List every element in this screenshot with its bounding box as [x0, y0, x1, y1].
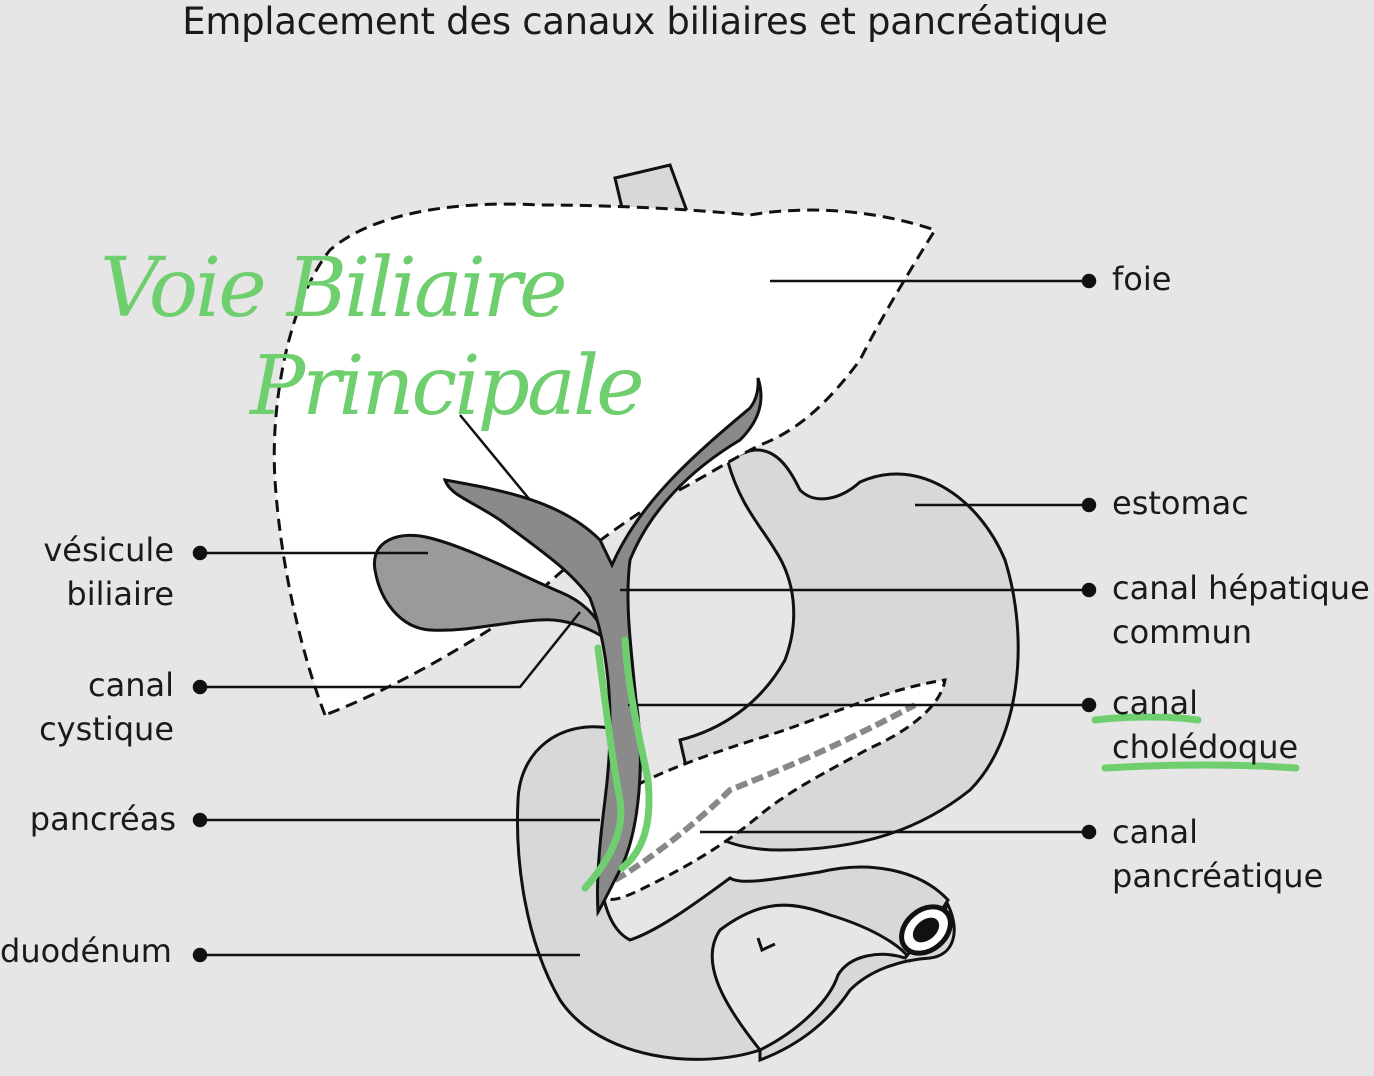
label-vesicule: vésicule biliaire	[0, 528, 174, 616]
label-estomac: estomac	[1112, 484, 1249, 522]
label-canal-choledoque-line1: canal	[1112, 684, 1198, 722]
handwritten-annotation: Voie Biliaire Principale	[100, 240, 645, 436]
label-duodenum: duodénum	[0, 932, 172, 970]
label-canal-pancreatique-line1: canal	[1112, 813, 1198, 851]
label-canal-hepatique: canal hépatique commun	[1112, 566, 1370, 654]
label-canal-choledoque-line2: cholédoque	[1112, 728, 1299, 766]
label-canal-cystique-line1: canal	[88, 666, 174, 704]
pancreatic-duct	[613, 702, 917, 883]
diagram-title: Emplacement des canaux biliaires et panc…	[182, 0, 1108, 43]
label-canal-pancreatique-line2: pancréatique	[1112, 857, 1324, 895]
label-canal-hepatique-line2: commun	[1112, 613, 1253, 651]
label-foie: foie	[1112, 260, 1172, 298]
leader-lines	[192, 273, 1097, 963]
label-pancreas: pancréas	[29, 800, 176, 838]
annotation-line-2: Principale	[250, 339, 645, 434]
annotation-line-1: Voie Biliaire	[100, 241, 568, 336]
green-highlight-marks	[581, 636, 1300, 892]
label-canal-choledoque: canal cholédoque	[1112, 681, 1298, 769]
label-vesicule-line2: biliaire	[66, 575, 174, 613]
label-canal-cystique: canal cystique	[0, 663, 174, 751]
label-canal-hepatique-line1: canal hépatique	[1112, 569, 1370, 607]
label-canal-pancreatique: canal pancréatique	[1112, 810, 1323, 898]
label-canal-cystique-line2: cystique	[39, 710, 174, 748]
jejunum-shape	[758, 902, 956, 1063]
duodenum-shape	[516, 725, 950, 1061]
label-vesicule-line1: vésicule	[43, 531, 174, 569]
